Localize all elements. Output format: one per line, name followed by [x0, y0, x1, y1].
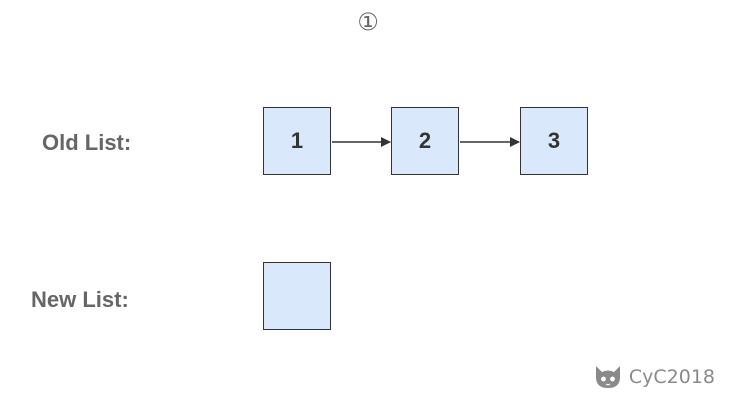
old-list-node-1: 1	[263, 107, 331, 175]
github-octocat-icon	[593, 364, 623, 390]
old-list-node-2: 2	[391, 107, 459, 175]
old-list-node-3: 3	[520, 107, 588, 175]
old-list-label: Old List:	[42, 130, 132, 155]
new-list-node-empty	[263, 262, 331, 330]
new-list-label: New List:	[31, 287, 129, 312]
step-number-marker: ①	[357, 8, 379, 36]
watermark: CyC2018	[593, 364, 715, 390]
watermark-text: CyC2018	[628, 366, 715, 388]
